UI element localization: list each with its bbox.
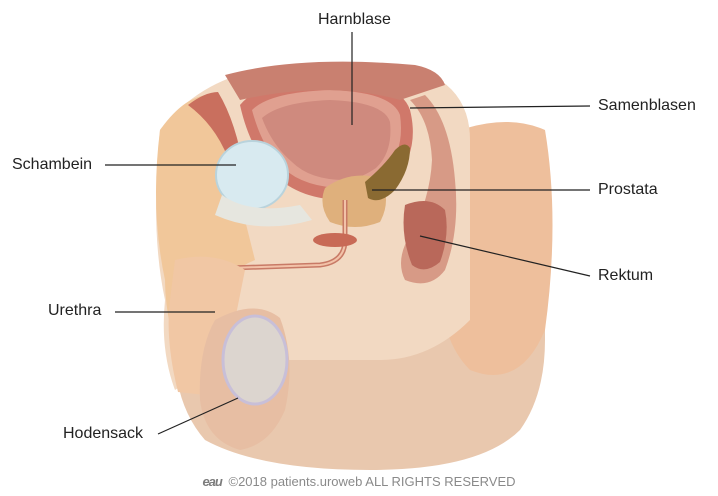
label-hodensack: Hodensack — [63, 425, 143, 443]
rectum-lumen — [404, 201, 447, 269]
label-urethra: Urethra — [48, 302, 101, 320]
eau-logo: eau — [202, 474, 221, 489]
muscle-oval — [313, 233, 357, 247]
testicle — [223, 316, 287, 404]
label-schambein: Schambein — [12, 156, 92, 174]
copyright-text: ©2018 patients.uroweb ALL RIGHTS RESERVE… — [228, 474, 515, 489]
label-samenblasen: Samenblasen — [598, 97, 696, 115]
label-harnblase: Harnblase — [318, 11, 391, 29]
copyright-footer: eau ©2018 patients.uroweb ALL RIGHTS RES… — [0, 474, 718, 489]
label-rektum: Rektum — [598, 267, 653, 285]
label-prostata: Prostata — [598, 181, 658, 199]
